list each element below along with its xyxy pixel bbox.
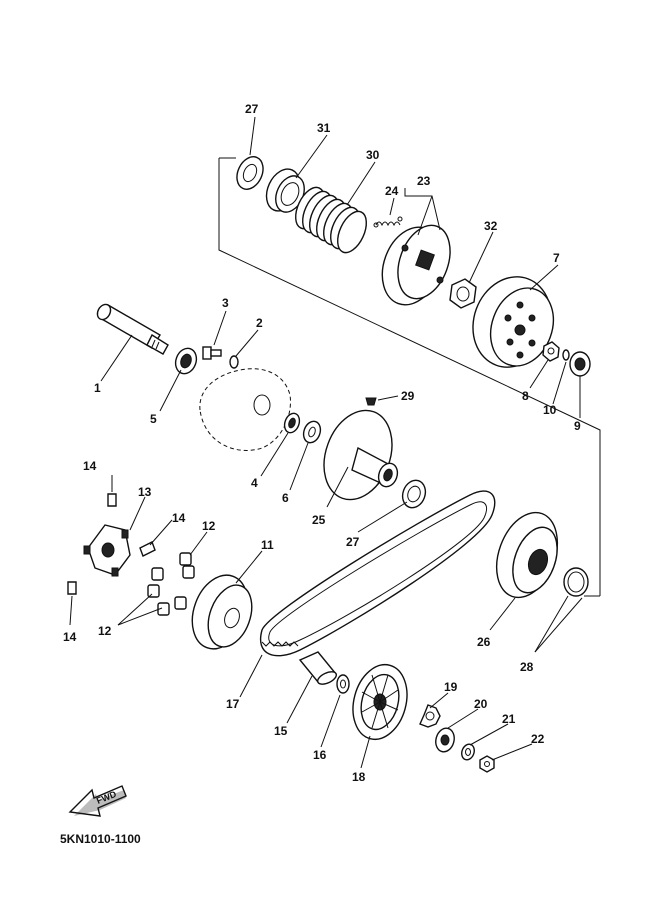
- part-24-small-spring: [373, 216, 403, 228]
- label-22: 22: [531, 732, 545, 746]
- part-2-washer: [229, 355, 239, 369]
- label-27-lower: 27: [346, 535, 360, 549]
- part-27-washer: [236, 156, 264, 190]
- part-6-washer: [302, 420, 322, 444]
- label-21: 21: [502, 712, 516, 726]
- label-13: 13: [138, 485, 152, 499]
- part-8-nut: [542, 341, 560, 362]
- part-9-bearing: [569, 351, 591, 377]
- part-20-washer: [435, 727, 455, 753]
- part-30-spring: [294, 186, 368, 254]
- label-11: 11: [261, 538, 274, 552]
- part-21-washer: [461, 743, 475, 761]
- label-18: 18: [352, 770, 366, 784]
- label-1: 1: [94, 381, 101, 395]
- part-18-fan-sheave: [352, 663, 408, 741]
- label-26: 26: [477, 635, 491, 649]
- label-14-top: 14: [83, 459, 97, 473]
- part-14-slider-top: [107, 493, 117, 507]
- diagram-code: 5KN1010-1100: [60, 832, 141, 846]
- part-14-slider-right: [139, 541, 156, 557]
- leader-lines: [69, 116, 583, 769]
- part-15-collar: [298, 651, 338, 685]
- part-3-bolt: [202, 346, 222, 360]
- part-26-secondary-pulley: [495, 511, 559, 599]
- part-27-collar-lower: [401, 479, 427, 509]
- label-8: 8: [522, 389, 529, 403]
- label-14-left: 14: [63, 630, 77, 644]
- label-30: 30: [366, 148, 380, 162]
- crankcase-cover: [199, 368, 291, 451]
- label-24: 24: [385, 184, 399, 198]
- part-25-secondary-sheave: [323, 409, 399, 501]
- label-12-lower: 12: [98, 624, 112, 638]
- label-14-right: 14: [172, 511, 186, 525]
- part-28-seal: [563, 567, 589, 597]
- part-1-shaft: [96, 303, 169, 355]
- part-labels: 27 31 30 24 23 32 7 3 2 1 5 8 10 9 29 4 …: [63, 102, 581, 784]
- label-29: 29: [401, 389, 415, 403]
- label-5: 5: [150, 412, 157, 426]
- part-29-plug: [365, 397, 377, 406]
- part-16-washer: [336, 674, 350, 694]
- part-5-bearing: [174, 347, 198, 375]
- label-4: 4: [251, 476, 258, 490]
- label-9: 9: [574, 419, 581, 433]
- part-4-oil-seal: [283, 412, 301, 434]
- part-14-slider-left: [67, 581, 77, 595]
- label-28: 28: [520, 660, 534, 674]
- part-10-washer: [562, 349, 570, 361]
- label-3: 3: [222, 296, 229, 310]
- part-22-nut: [479, 755, 495, 773]
- part-12-rollers: [147, 552, 195, 616]
- part-31-collar: [265, 168, 305, 213]
- part-7-clutch-housing: [472, 276, 555, 368]
- label-10: 10: [543, 403, 557, 417]
- label-2: 2: [256, 316, 263, 330]
- label-25: 25: [312, 513, 326, 527]
- part-19-gear: [419, 704, 441, 728]
- part-11-primary-sheave: [191, 574, 253, 650]
- fwd-arrow-icon: FWD: [68, 785, 127, 817]
- label-23: 23: [417, 174, 431, 188]
- label-7: 7: [553, 251, 560, 265]
- label-31: 31: [317, 121, 331, 135]
- label-20: 20: [474, 697, 488, 711]
- part-13-cam: [83, 524, 131, 577]
- label-16: 16: [313, 748, 327, 762]
- label-19: 19: [444, 680, 458, 694]
- label-32: 32: [484, 219, 498, 233]
- label-15: 15: [274, 724, 288, 738]
- label-6: 6: [282, 491, 289, 505]
- assembly-boundary: [218, 157, 601, 597]
- part-32-nut: [449, 278, 477, 309]
- label-17: 17: [226, 697, 240, 711]
- part-23-clutch-carrier: [381, 224, 451, 306]
- label-12-upper: 12: [202, 519, 216, 533]
- label-27-top: 27: [245, 102, 259, 116]
- part-17-v-belt: [259, 490, 496, 657]
